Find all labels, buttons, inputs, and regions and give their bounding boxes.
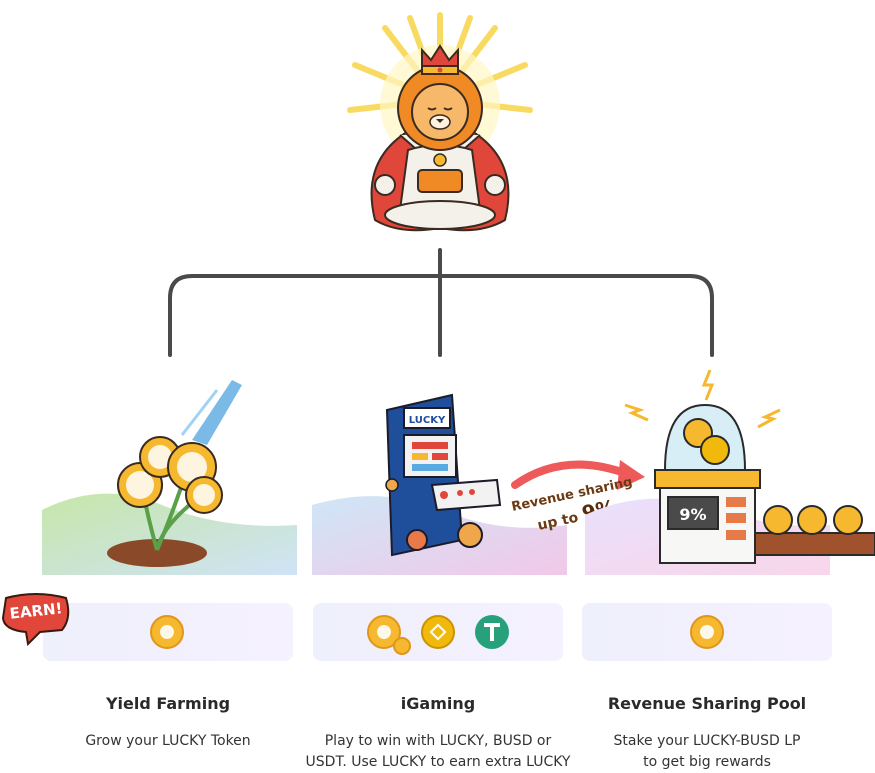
- spark-icon: [624, 403, 649, 422]
- arcade-marquee: [403, 407, 451, 429]
- pool-display: [667, 496, 719, 530]
- title-yield-farming: Yield Farming: [105, 694, 231, 713]
- lucky-coin-icon: [763, 505, 793, 535]
- desc-revenue-pool-line2: to get big rewards: [643, 754, 771, 770]
- arcade-marquee-text: LUCKY: [409, 415, 446, 426]
- pool-display-text: 9%: [679, 505, 706, 524]
- token-panel-revenue-pool: [582, 603, 832, 661]
- lucky-coin-icon: [797, 505, 827, 535]
- busd-coin-icon: [700, 435, 730, 465]
- desc-igaming-line2: USDT. Use LUCKY to earn extra LUCKY: [305, 754, 571, 770]
- title-revenue-pool: Revenue Sharing Pool: [607, 694, 807, 713]
- desc-igaming-line1: Play to win with LUCKY, BUSD or: [324, 733, 552, 749]
- lion-king-illustration: [347, 12, 533, 232]
- desc-revenue-pool: Stake your LUCKY-BUSD LP to get big rewa…: [567, 731, 847, 773]
- earn-badge: EARN!: [0, 590, 72, 646]
- lucky-coin-icon: [833, 505, 863, 535]
- spark-icon: [757, 408, 781, 429]
- spark-icon: [701, 369, 715, 401]
- igaming-illustration: LUCKY: [312, 393, 567, 575]
- lucky-coin-icon: [690, 615, 724, 649]
- revenue-pool-illustration: 9%: [585, 369, 875, 575]
- yield-farming-illustration: [42, 380, 297, 575]
- desc-yield-farming: Grow your LUCKY Token: [85, 733, 251, 749]
- token-panel-igaming: [313, 603, 563, 661]
- lucky-coin-icon: [150, 615, 184, 649]
- lucky-coin-icon: [185, 476, 223, 514]
- title-igaming: iGaming: [400, 694, 476, 713]
- desc-revenue-pool-line1: Stake your LUCKY-BUSD LP: [613, 733, 801, 749]
- desc-igaming: Play to win with LUCKY, BUSD or USDT. Us…: [298, 731, 578, 773]
- crown-icon: [421, 44, 459, 75]
- busd-coin-icon: [421, 615, 455, 649]
- revenue-arrow: [511, 460, 645, 490]
- lucky-coin-small-icon: [393, 637, 411, 655]
- usdt-coin-icon: [475, 615, 509, 649]
- token-panel-yield-farming: [43, 603, 293, 661]
